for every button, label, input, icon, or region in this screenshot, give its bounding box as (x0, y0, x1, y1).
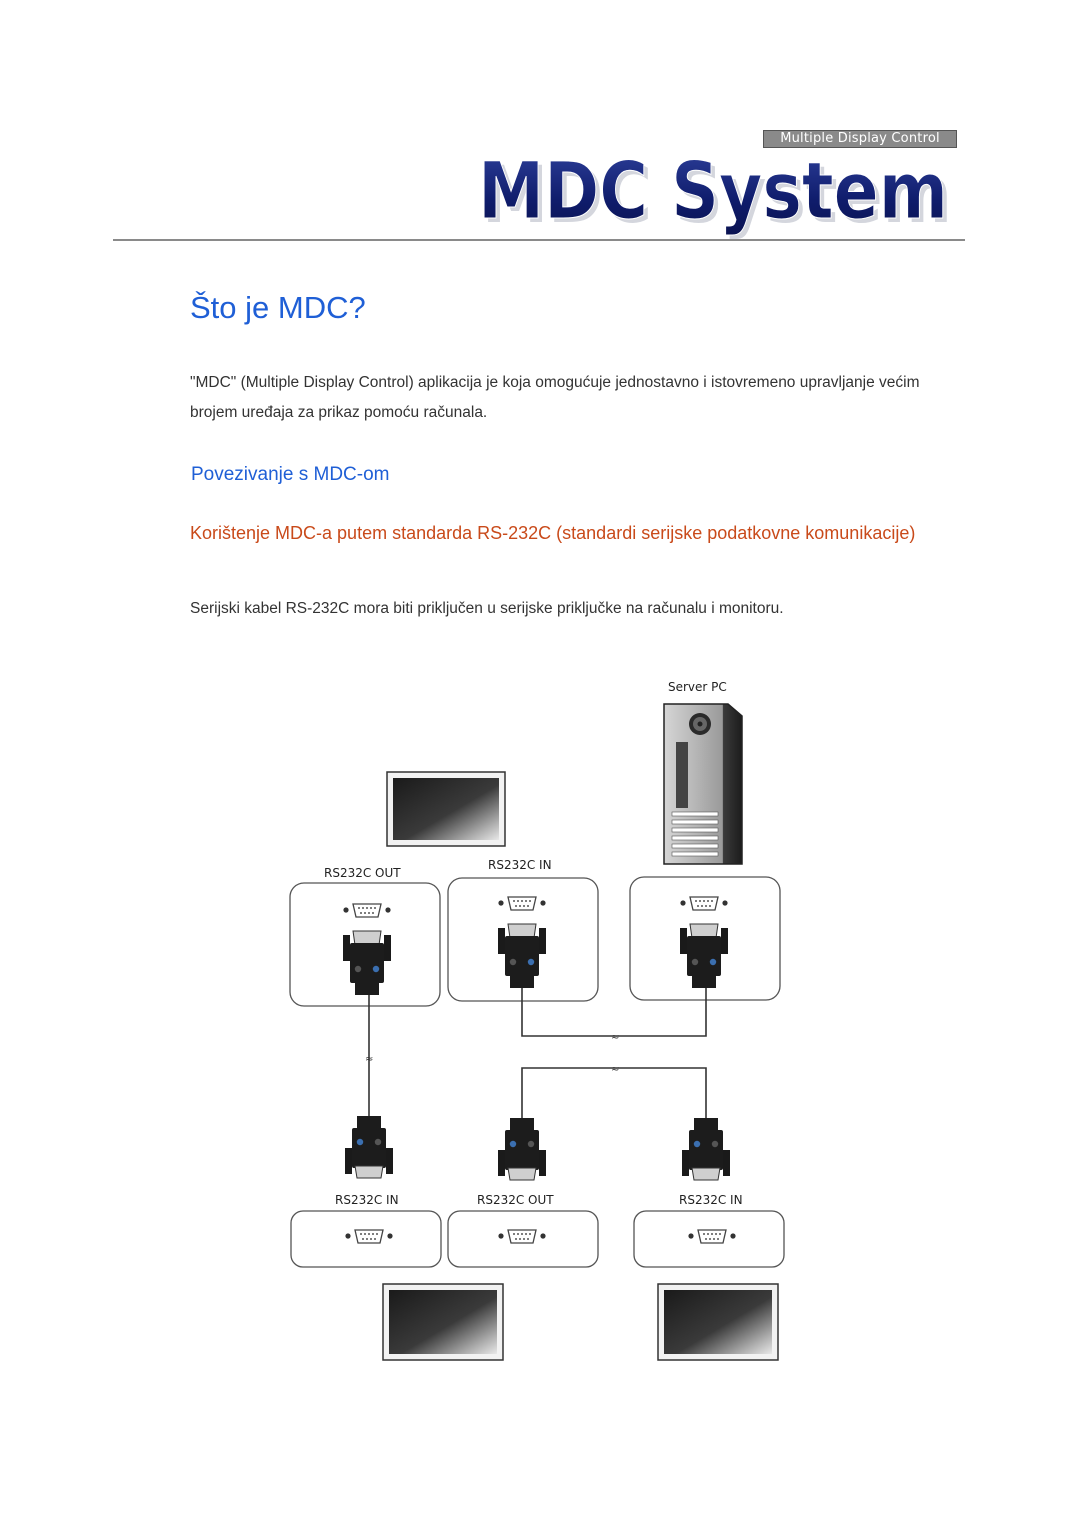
page-title: Što je MDC? (190, 290, 366, 325)
section-title: Povezivanje s MDC-om (191, 464, 390, 485)
port-label-bottom-middle: RS232C OUT (477, 1193, 554, 1207)
port-label-bottom-left: RS232C IN (335, 1193, 399, 1207)
intro-paragraph: "MDC" (Multiple Display Control) aplikac… (190, 374, 920, 421)
logo-title: MDC System (478, 147, 948, 237)
cable-break-marks: ≈ ≈ ≈ (365, 1032, 619, 1075)
header-divider (113, 239, 965, 241)
port-label-top-middle: RS232C IN (488, 858, 552, 872)
subsection-paragraph: Serijski kabel RS-232C mora biti priklju… (190, 600, 784, 617)
logo-title-shadow: MDC System (482, 151, 952, 241)
server-pc-label: Server PC (668, 680, 727, 694)
svg-text:≈: ≈ (365, 1054, 373, 1065)
plug-bottom-left (344, 1115, 394, 1179)
svg-text:≈: ≈ (611, 1032, 619, 1043)
monitor-bottom-right (657, 1283, 779, 1361)
server-pc-tower (663, 703, 743, 865)
serial-cables (368, 988, 707, 1118)
port-label-top-left: RS232C OUT (324, 866, 401, 880)
mdc-system-logo: MDC System MDC System (478, 147, 953, 242)
monitor-bottom-left (382, 1283, 504, 1361)
plug-bottom-middle (497, 1117, 547, 1181)
svg-text:≈: ≈ (611, 1064, 619, 1075)
plug-bottom-right (681, 1117, 731, 1181)
subsection-title: Korištenje MDC-a putem standarda RS-232C… (190, 523, 916, 543)
logo-tagline: Multiple Display Control (763, 130, 957, 148)
port-label-bottom-right: RS232C IN (679, 1193, 743, 1207)
monitor-top (386, 771, 506, 847)
